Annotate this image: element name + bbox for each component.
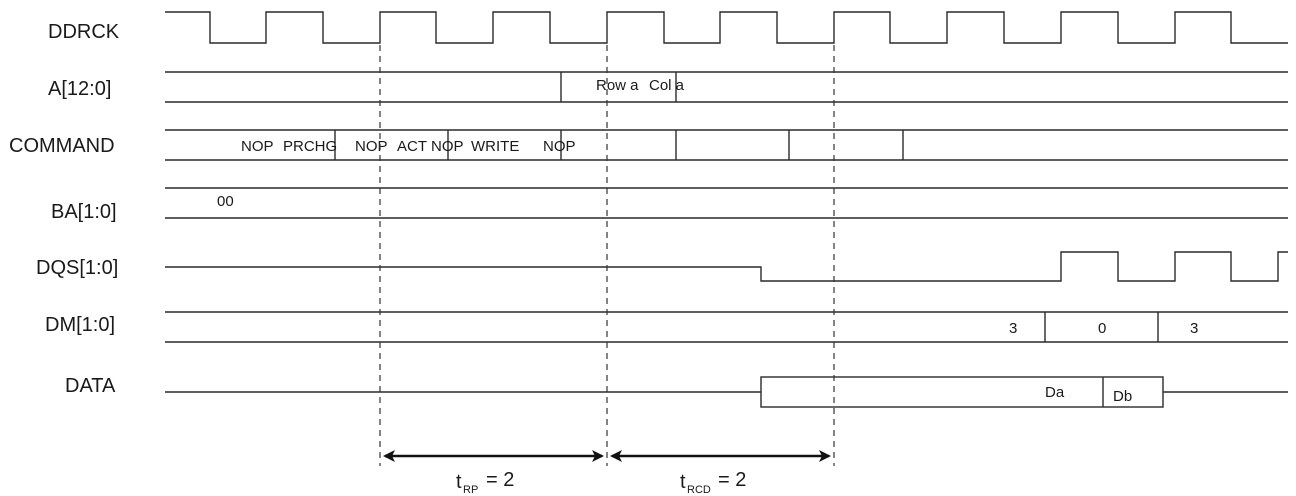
data-mask-value-3a: 3 — [1009, 320, 1017, 337]
ddrck-clock-waveform — [165, 11, 1288, 44]
signal-label-ddrck: DDRCK — [48, 21, 120, 43]
command-bus-waveform — [165, 129, 1288, 161]
trcd-label-subscript: RCD — [687, 484, 711, 496]
command-value-nop-2: NOP — [355, 138, 388, 155]
address-value-row: Row a — [596, 77, 639, 94]
signal-label-data: DATA — [65, 375, 116, 397]
address-bus-waveform — [165, 71, 1288, 103]
signal-label-dm: DM[1:0] — [45, 314, 115, 336]
command-value-nop-1: NOP — [241, 138, 274, 155]
command-value-write: WRITE — [471, 138, 519, 155]
data-value-db: Db — [1113, 388, 1132, 405]
trcd-label: t RCD = 2 — [680, 469, 746, 496]
trp-label: t RP = 2 — [456, 469, 514, 496]
data-mask-value-0: 0 — [1098, 320, 1106, 337]
command-value-prchg: PRCHG — [283, 138, 337, 155]
data-value-da: Da — [1045, 384, 1065, 401]
signal-label-command: COMMAND — [9, 135, 115, 157]
trcd-label-value: = 2 — [718, 469, 746, 491]
trp-label-subscript: RP — [463, 484, 478, 496]
trp-label-t: t — [456, 471, 462, 493]
dqs-waveform — [165, 251, 1288, 282]
command-value-act: ACT — [397, 138, 427, 155]
data-mask-value-3b: 3 — [1190, 320, 1198, 337]
address-value-col: Col a — [649, 77, 685, 94]
bank-address-bus-waveform — [165, 187, 1288, 219]
trcd-label-t: t — [680, 471, 686, 493]
data-bus-waveform — [165, 376, 1288, 408]
command-value-nop-3: NOP — [431, 138, 464, 155]
signal-label-address: A[12:0] — [48, 78, 111, 100]
signal-label-bank-address: BA[1:0] — [51, 201, 117, 223]
trp-label-value: = 2 — [486, 469, 514, 491]
command-value-nop-4: NOP — [543, 138, 576, 155]
data-mask-bus-waveform — [165, 311, 1288, 343]
signal-label-dqs: DQS[1:0] — [36, 257, 118, 279]
bank-address-value: 00 — [217, 193, 234, 210]
